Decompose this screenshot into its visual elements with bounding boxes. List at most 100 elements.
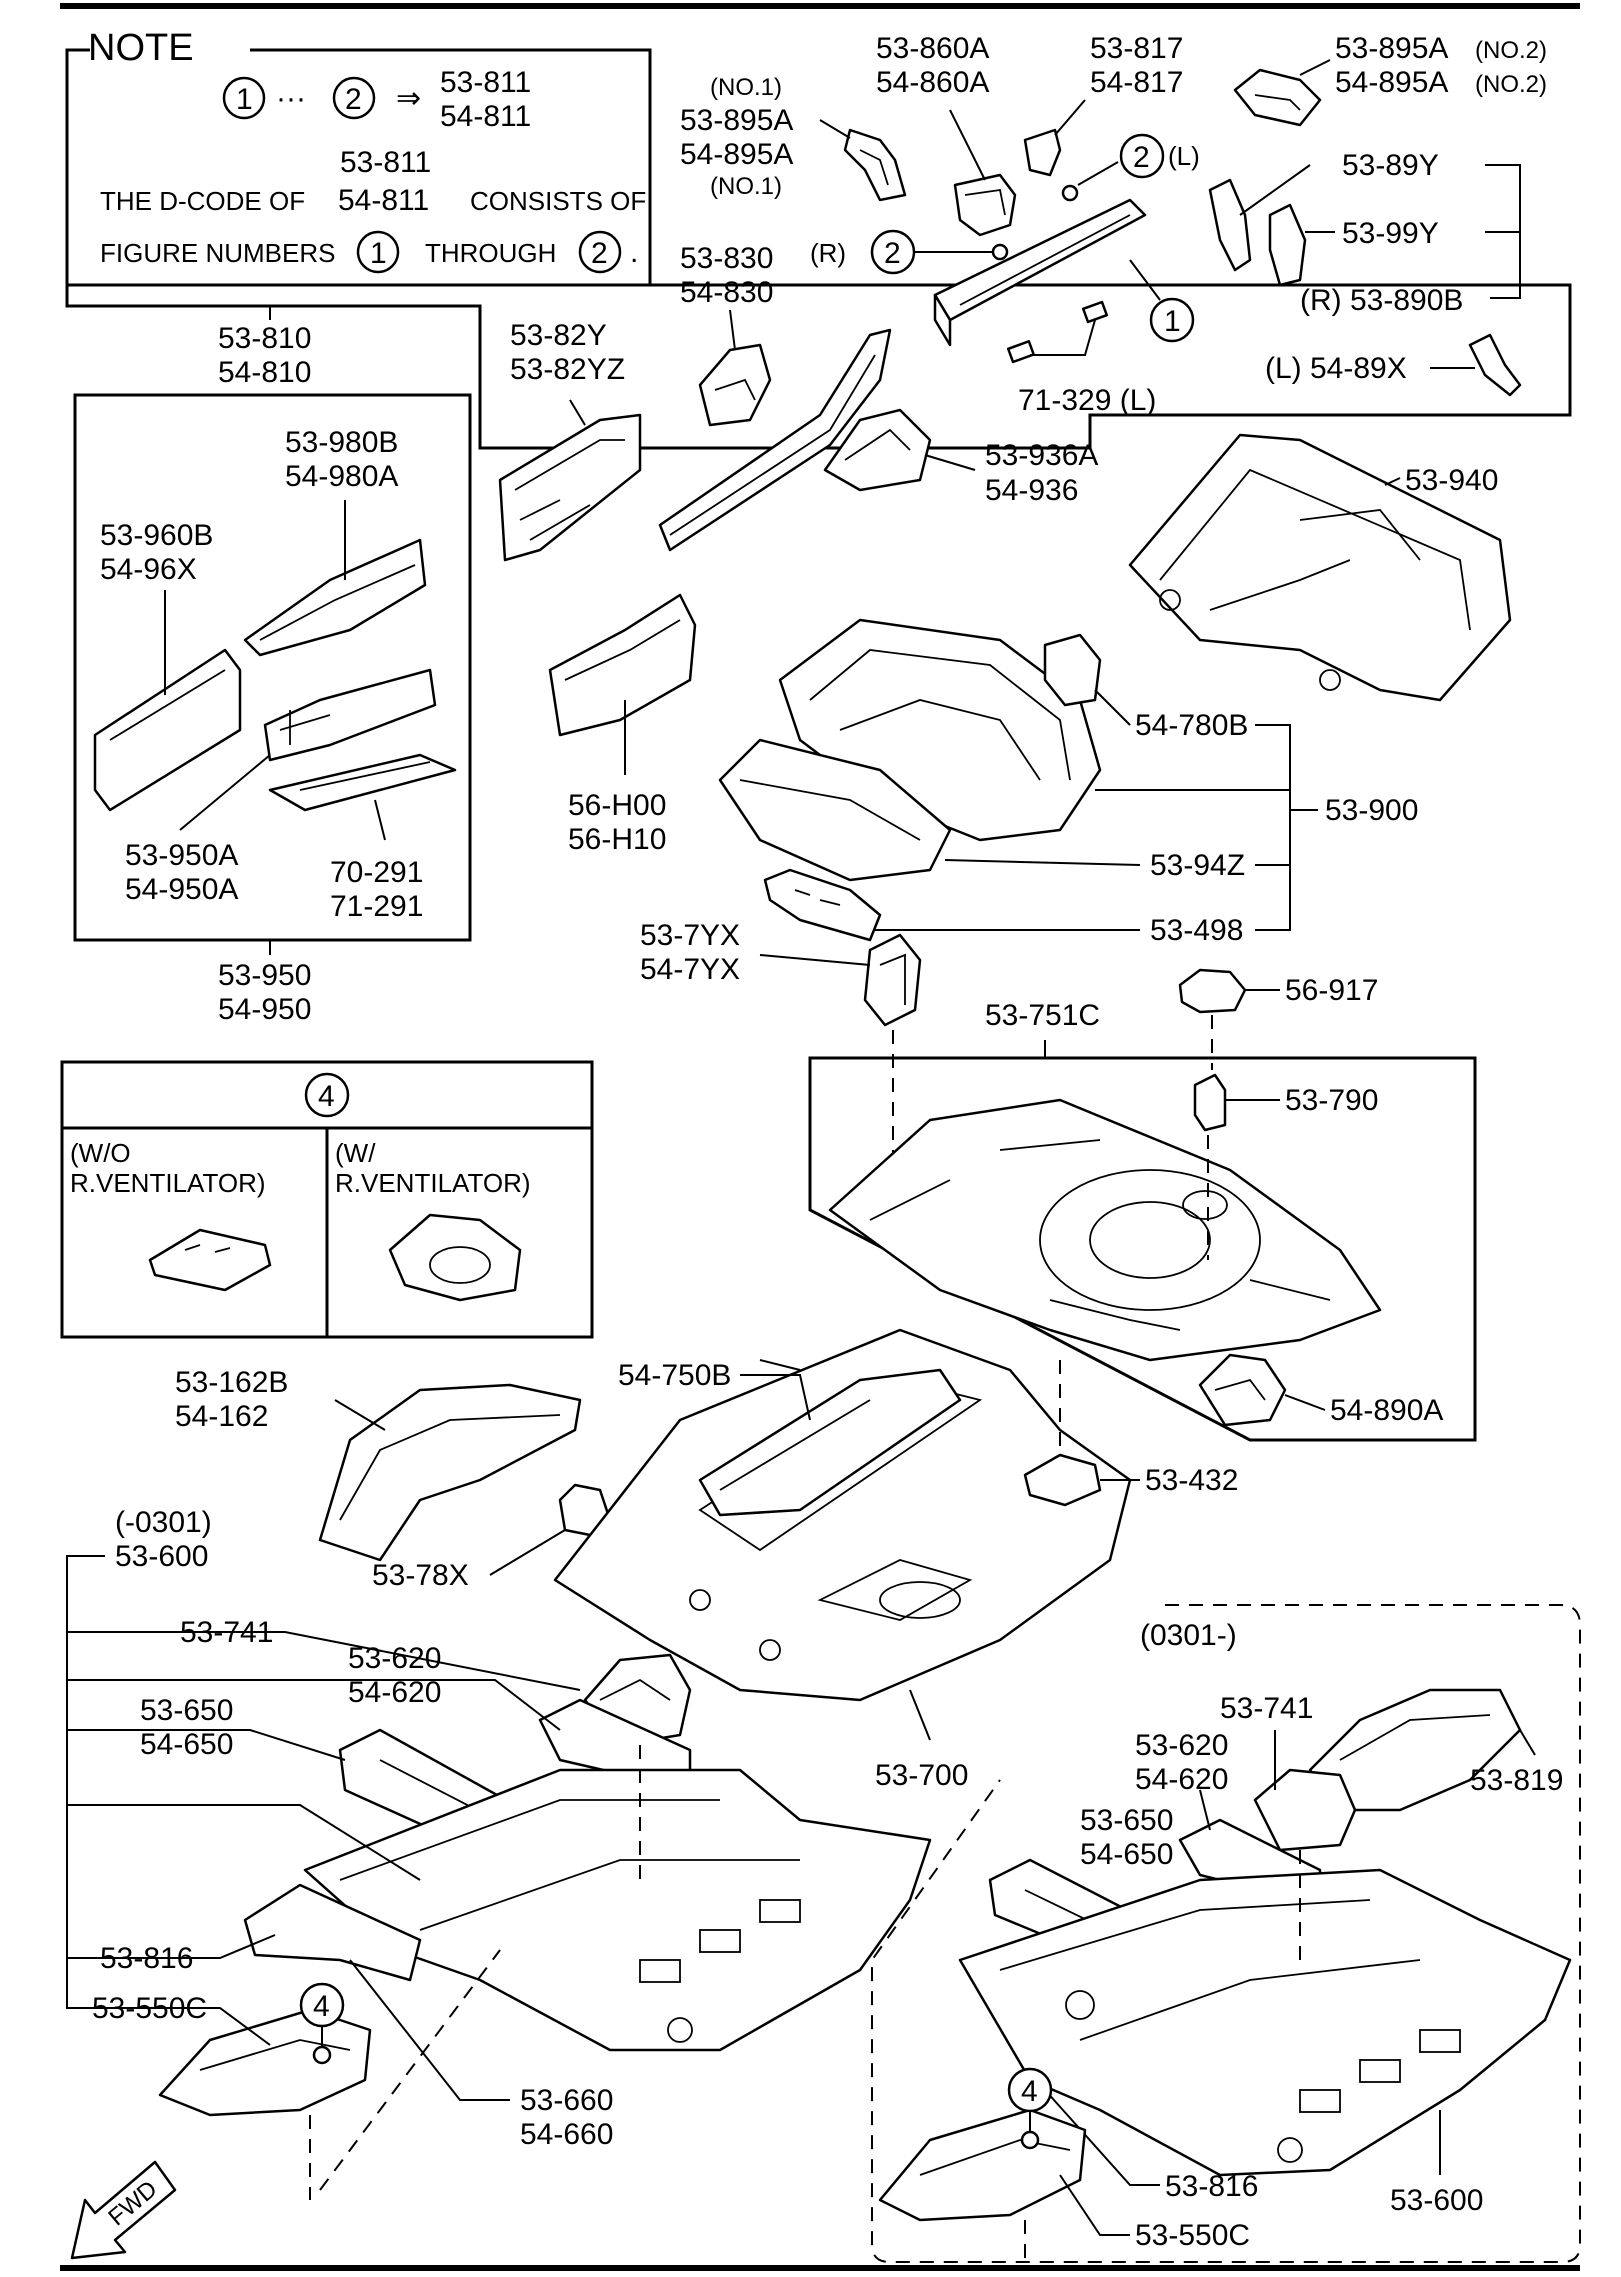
label-53-78X: 53-78X xyxy=(372,1559,469,1592)
label-53-600-a: 53-600 xyxy=(115,1540,208,1573)
label-range-new: (0301-) xyxy=(1140,1619,1237,1652)
label-54-96X: 54-96X xyxy=(100,553,197,586)
label-53-950: 53-950 xyxy=(218,959,311,992)
part-53-94Z: 53-94Z xyxy=(718,738,1245,882)
label-53-162B: 53-162B xyxy=(175,1366,288,1399)
label-53-895A-no2: 53-895A xyxy=(1335,32,1448,65)
note-line1-code-b: 54-811 xyxy=(338,184,429,217)
label-54-950A: 54-950A xyxy=(125,873,238,906)
label-53-741-a: 53-741 xyxy=(180,1616,273,1649)
label-54-890A: 54-890A xyxy=(1330,1394,1443,1427)
note-line2-end: . xyxy=(630,236,638,269)
label-53-550C-a: 53-550C xyxy=(92,1992,207,2025)
label-54-936: 54-936 xyxy=(985,474,1078,507)
part-56-H00: 56-H00 56-H10 xyxy=(548,593,697,856)
part-53-78X: 53-78X xyxy=(372,1483,612,1592)
label-53-980B: 53-980B xyxy=(285,426,398,459)
part-54-890A: 54-890A xyxy=(1198,1353,1443,1427)
label-54-950: 54-950 xyxy=(218,993,311,1026)
note-line1-right: CONSISTS OF xyxy=(470,186,646,216)
part-53-816-b: 53-816 xyxy=(1044,2089,1258,2203)
callout-4-a: 4 xyxy=(313,1990,330,2023)
note-line2-num2: 2 xyxy=(591,237,608,270)
box4-left-label-1: (W/O xyxy=(70,1138,131,1168)
part-53-99Y: 53-99Y xyxy=(1268,203,1520,287)
part-53-895A-no1: (NO.1) 53-895A 54-895A (NO.1) xyxy=(680,74,907,202)
part-53-950A: 53-950A 54-950A xyxy=(125,668,437,906)
label-range-old: (-0301) xyxy=(115,1506,212,1539)
part-front-side-member xyxy=(658,328,892,552)
label-53-700: 53-700 xyxy=(875,1759,968,1792)
part-53-790: 53-790 xyxy=(1193,1073,1378,1260)
part-53-819: 53-819 xyxy=(1308,1688,1563,1812)
label-53-816-a: 53-816 xyxy=(100,1942,193,1975)
fwd-arrow-icon: FWD xyxy=(70,2160,177,2260)
label-53-600-b: 53-600 xyxy=(1390,2184,1483,2217)
part-53-660: 53-660 54-660 xyxy=(349,1959,613,2151)
note-line2-left: FIGURE NUMBERS xyxy=(100,238,335,268)
label-54-810: 54-810 xyxy=(218,356,311,389)
part-53-498: 53-498 xyxy=(763,868,1243,947)
label-56-H00: 56-H00 xyxy=(568,789,666,822)
note-range-to: 2 xyxy=(345,83,362,116)
note-line1-code-a: 53-811 xyxy=(340,146,431,179)
callout-2-r: 2 xyxy=(884,237,901,270)
part-56-917: 56-917 xyxy=(1178,968,1378,1070)
note-code-b: 54-811 xyxy=(440,100,531,133)
part-53-830: 53-830 54-830 xyxy=(680,242,773,427)
part-53-162B: 53-162B 54-162 xyxy=(175,1366,582,1562)
part-53-816-a: 53-816 xyxy=(67,1883,422,1982)
part-rail-1: 1 xyxy=(933,198,1195,347)
label-53-950A: 53-950A xyxy=(125,839,238,872)
label-53-432: 53-432 xyxy=(1145,1464,1238,1497)
label-53-890B: (R) 53-890B xyxy=(1300,284,1463,317)
label-71-329: 71-329 (L) xyxy=(1018,384,1156,417)
group-0301-outline: (0301-) xyxy=(871,1604,1581,2263)
part-54-780B: 54-780B xyxy=(1043,633,1248,742)
group-950-outline: 53-950 54-950 xyxy=(73,393,472,1026)
label-53-819: 53-819 xyxy=(1470,1764,1563,1797)
label-53-82YZ: 53-82YZ xyxy=(510,353,625,386)
label-53-960B: 53-960B xyxy=(100,519,213,552)
callout-2-l: 2 xyxy=(1133,141,1150,174)
part-54-750B: 54-750B xyxy=(618,1359,962,1517)
part-53-960B: 53-960B 54-96X xyxy=(93,519,242,812)
note-box: NOTE 1 ··· 2 ⇒ 53-811 54-811 53-811 THE … xyxy=(65,27,652,287)
callout-2-left: 2 (L) xyxy=(1061,133,1200,202)
note-line2-num1: 1 xyxy=(370,237,387,270)
label-53-817: 53-817 xyxy=(1090,32,1183,65)
label-53-550C-b: 53-550C xyxy=(1135,2219,1250,2252)
label-53-810: 53-810 xyxy=(218,322,311,355)
box4-right-label-2: R.VENTILATOR) xyxy=(335,1168,531,1198)
callout-4-b: 4 xyxy=(1021,2075,1038,2108)
part-71-329: 71-329 (L) xyxy=(1006,300,1156,417)
label-53-99Y: 53-99Y xyxy=(1342,217,1439,250)
label-53-741-b: 53-741 xyxy=(1220,1692,1313,1725)
label-54-780B: 54-780B xyxy=(1135,709,1248,742)
note-range-sep: ··· xyxy=(276,82,306,115)
part-70-291: 70-291 71-291 xyxy=(268,753,457,923)
note-line1-left: THE D-CODE OF xyxy=(100,186,305,216)
label-53-936A: 53-936A xyxy=(985,439,1098,472)
part-53-860A: 53-860A 54-860A xyxy=(876,32,1017,237)
label-53-620-b: 53-620 xyxy=(1135,1729,1228,1762)
part-53-936A: 53-936A 54-936 xyxy=(823,408,1098,507)
label-54-650-b: 54-650 xyxy=(1080,1838,1173,1871)
label-53-498: 53-498 xyxy=(1150,914,1243,947)
label-53-650-a: 53-650 xyxy=(140,1694,233,1727)
part-53-7YX: 53-7YX 54-7YX xyxy=(640,919,922,1190)
note-range-from: 1 xyxy=(236,83,253,116)
label-53-89Y: 53-89Y xyxy=(1342,149,1439,182)
callout-2-r-prefix: (R) xyxy=(810,238,846,268)
label-54-650-a: 54-650 xyxy=(140,1728,233,1761)
callout-1: 1 xyxy=(1164,305,1181,338)
callout-2-l-suffix: (L) xyxy=(1168,141,1200,171)
label-54-980A: 54-980A xyxy=(285,460,398,493)
part-53-700: 53-700 xyxy=(553,1328,1132,1792)
label-53-660: 53-660 xyxy=(520,2084,613,2117)
label-54-817: 54-817 xyxy=(1090,66,1183,99)
label-54-162: 54-162 xyxy=(175,1400,268,1433)
label-71-291: 71-291 xyxy=(330,890,423,923)
part-53-550C-a: 53-550C 4 xyxy=(80,1949,501,2200)
